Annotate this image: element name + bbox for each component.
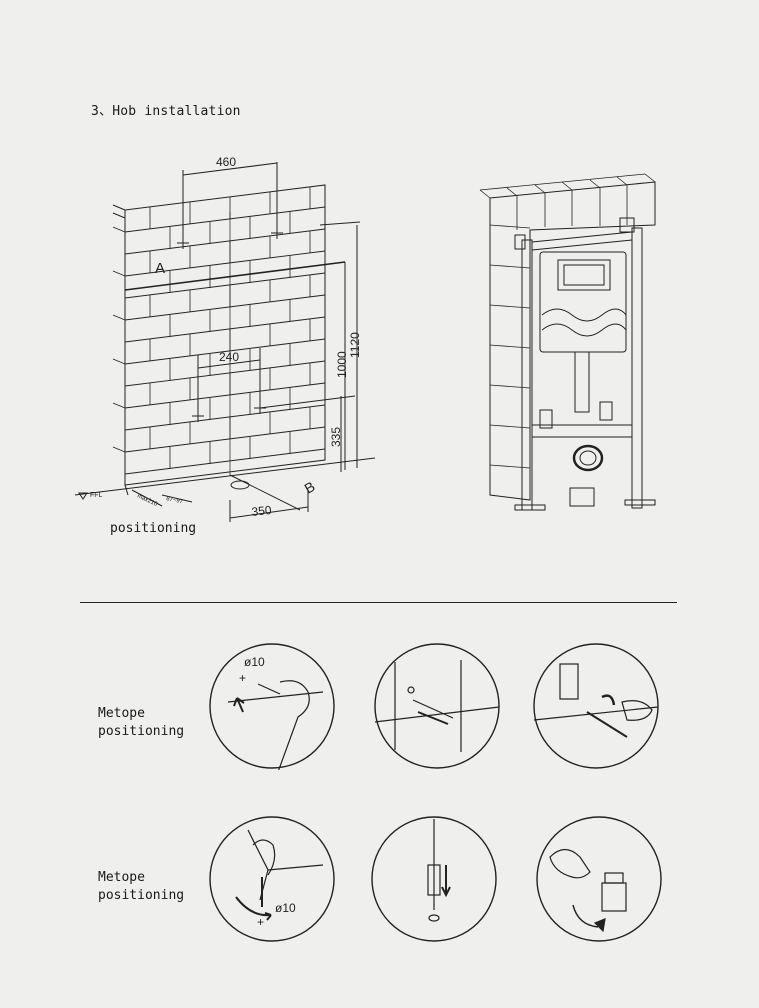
dim-335-label: 335 bbox=[329, 427, 343, 447]
step1-drill-size: ø10 bbox=[244, 655, 265, 669]
step-floor-anchor-illustration bbox=[371, 816, 497, 942]
step1-plus-mark: + bbox=[239, 671, 246, 685]
dim-1120-label: 1120 bbox=[348, 332, 362, 358]
step-row1-label-line2: positioning bbox=[98, 724, 185, 739]
step-row2-label-line2: positioning bbox=[98, 888, 185, 903]
step-row2-label: Metope positioning bbox=[98, 869, 184, 905]
step-drill-wall-illustration: ø10 + bbox=[209, 643, 335, 770]
step-row2-label-line1: Metope bbox=[98, 870, 145, 885]
section-divider bbox=[80, 602, 677, 603]
section-title: 3、Hob installation bbox=[91, 104, 241, 119]
step-row1-label-line1: Metope bbox=[98, 706, 145, 721]
step-drill-floor-illustration: ø10 + bbox=[209, 816, 335, 942]
frame-installation-diagram bbox=[479, 173, 656, 511]
max210-label: max210 bbox=[136, 493, 158, 508]
positioning-caption: positioning bbox=[110, 521, 197, 536]
dim-1000-label: 1000 bbox=[335, 351, 349, 378]
marker-a-label: A bbox=[155, 260, 165, 277]
step-fix-bracket-illustration bbox=[533, 643, 659, 769]
ffl-label: FFL bbox=[90, 492, 103, 499]
step-row1-label: Metope positioning bbox=[98, 705, 184, 741]
marker-b-label: B bbox=[302, 478, 318, 497]
range-label: 87~97 bbox=[166, 496, 184, 506]
step2-drill-size: ø10 bbox=[275, 901, 296, 915]
dim-240-label: 240 bbox=[219, 350, 239, 364]
step-insert-anchor-illustration bbox=[374, 643, 500, 769]
dim-460-label: 460 bbox=[216, 155, 236, 169]
step2-plus-mark: + bbox=[257, 915, 264, 929]
wall-dimension-diagram: 460 A 240 1000 1120 335 B 350 FFL max210… bbox=[74, 155, 376, 522]
dim-350-label: 350 bbox=[251, 503, 273, 519]
step-tighten-nut-illustration bbox=[536, 816, 662, 942]
